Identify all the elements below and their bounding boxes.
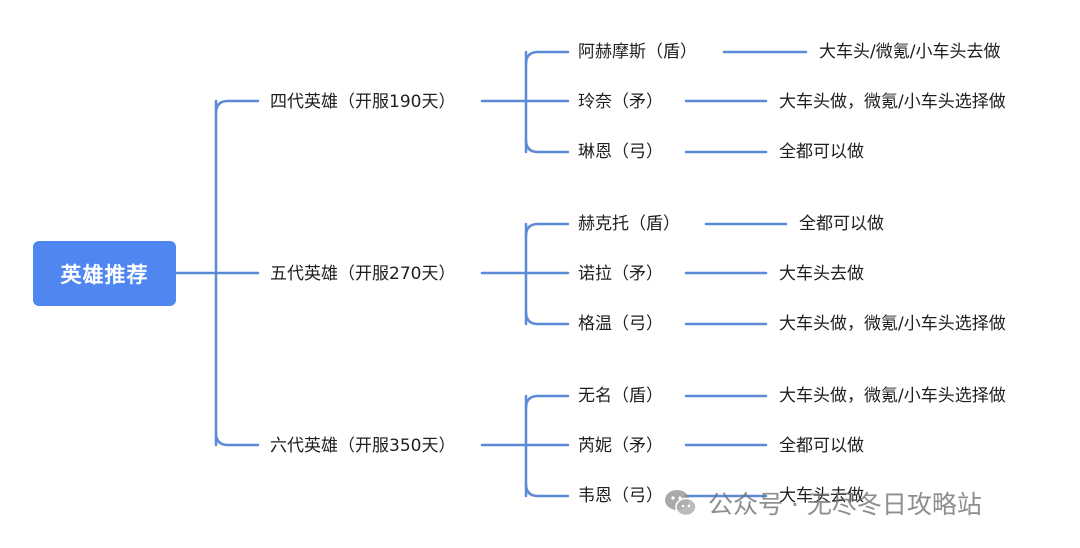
- watermark-text: 公众号 · 无尽冬日攻略站: [708, 490, 982, 519]
- branch-label-gen6[interactable]: 六代英雄（开服350天）: [268, 435, 458, 457]
- hero-name[interactable]: 赫克托（盾）: [576, 213, 682, 235]
- branch-label-gen4[interactable]: 四代英雄（开服190天）: [268, 91, 458, 113]
- root-node[interactable]: 英雄推荐: [33, 241, 176, 306]
- watermark: 公众号 · 无尽冬日攻略站: [664, 485, 982, 521]
- hero-advice[interactable]: 全都可以做: [777, 435, 866, 457]
- hero-connector: [524, 138, 570, 154]
- hero-name[interactable]: 格温（弓）: [576, 313, 665, 335]
- hero-advice[interactable]: 大车头去做: [777, 485, 866, 507]
- hero-name[interactable]: 韦恩（弓）: [576, 485, 665, 507]
- branch-connector: [214, 431, 260, 447]
- hero-advice[interactable]: 大车头做，微氪/小车头选择做: [777, 91, 1008, 113]
- hero-name[interactable]: 无名（盾）: [576, 385, 665, 407]
- hero-advice[interactable]: 大车头做，微氪/小车头选择做: [777, 313, 1008, 335]
- hero-name[interactable]: 芮妮（矛）: [576, 435, 665, 457]
- hero-advice[interactable]: 大车头/微氪/小车头去做: [817, 41, 1003, 63]
- branch-connector: [214, 99, 260, 115]
- hero-connector: [524, 310, 570, 326]
- hero-name[interactable]: 诺拉（矛）: [576, 263, 665, 285]
- hero-advice[interactable]: 全都可以做: [797, 213, 886, 235]
- hero-name[interactable]: 玲奈（矛）: [576, 91, 665, 113]
- hero-connector: [524, 50, 570, 66]
- hero-connector: [524, 394, 570, 410]
- hero-advice[interactable]: 全都可以做: [777, 141, 866, 163]
- hero-connector: [524, 222, 570, 238]
- hero-advice[interactable]: 大车头做，微氪/小车头选择做: [777, 385, 1008, 407]
- wechat-icon: [665, 490, 697, 517]
- hero-connector: [524, 482, 570, 498]
- hero-name[interactable]: 阿赫摩斯（盾）: [576, 41, 699, 63]
- branch-label-gen5[interactable]: 五代英雄（开服270天）: [268, 263, 458, 285]
- hero-advice[interactable]: 大车头去做: [777, 263, 866, 285]
- hero-name[interactable]: 琳恩（弓）: [576, 141, 665, 163]
